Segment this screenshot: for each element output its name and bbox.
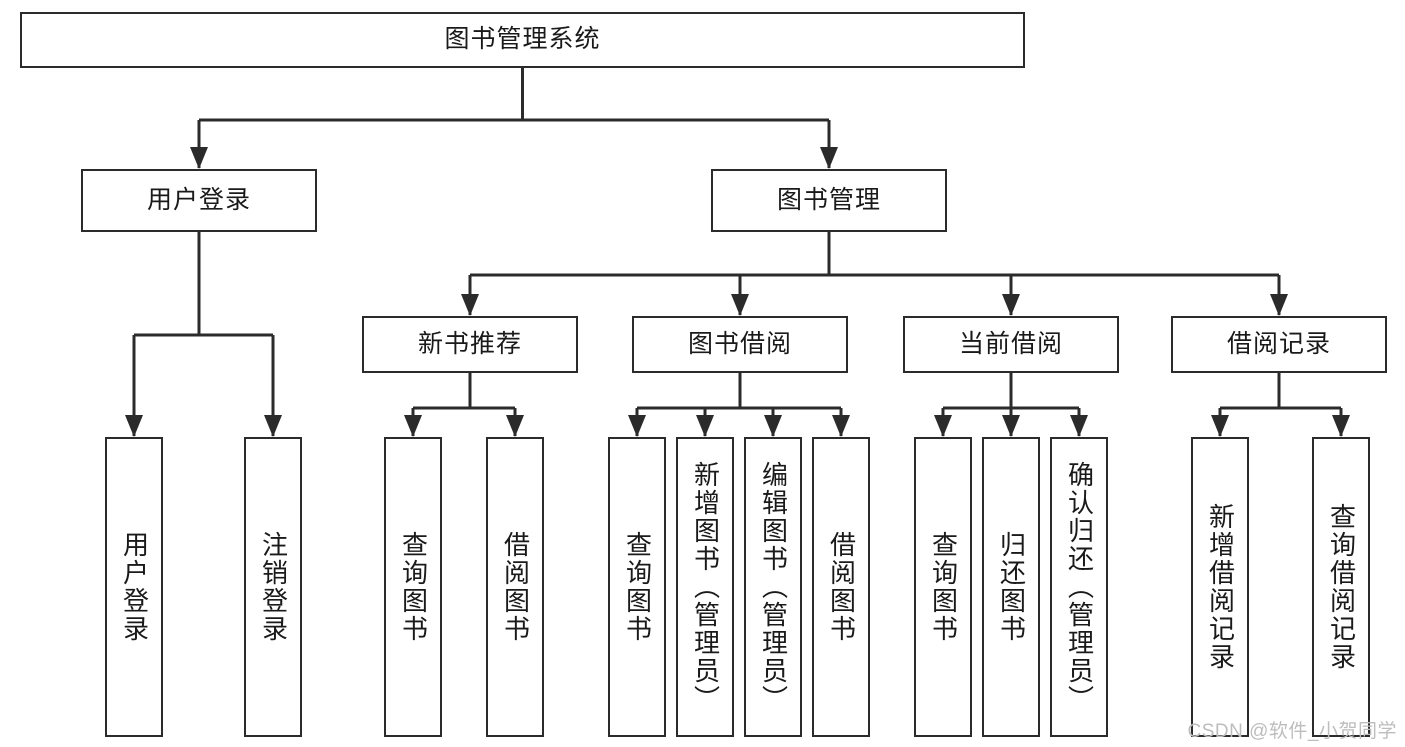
node-label-leaf-borrow-query: 查询图书	[622, 531, 653, 643]
node-book-manage[interactable]: 图书管理	[711, 169, 947, 232]
node-label-book-manage: 图书管理	[776, 185, 881, 214]
node-label-leaf-cur-query: 查询图书	[928, 531, 959, 643]
node-leaf-rec-borrow[interactable]: 借阅图书	[486, 437, 544, 737]
node-leaf-book-borrow[interactable]: 借阅图书	[812, 437, 870, 737]
node-label-leaf-cur-return: 归还图书	[996, 531, 1027, 643]
node-label-leaf-book-add: 新增图书（管理员）	[690, 461, 721, 713]
node-leaf-book-add[interactable]: 新增图书（管理员）	[676, 437, 734, 737]
node-label-borrow-record: 借阅记录	[1226, 329, 1331, 358]
node-label-book-borrow: 图书借阅	[687, 329, 792, 358]
node-leaf-cur-confirm[interactable]: 确认归还（管理员）	[1050, 437, 1108, 737]
node-current-borrow[interactable]: 当前借阅	[903, 316, 1119, 373]
node-label-current-borrow: 当前借阅	[958, 329, 1063, 358]
node-label-leaf-rec-search: 查询借阅记录	[1326, 503, 1357, 671]
node-leaf-book-edit[interactable]: 编辑图书（管理员）	[744, 437, 802, 737]
node-label-leaf-rec-borrow: 借阅图书	[500, 531, 531, 643]
node-leaf-rec-query[interactable]: 查询图书	[384, 437, 442, 737]
node-label-leaf-user-login: 用户登录	[119, 531, 150, 643]
node-leaf-borrow-query[interactable]: 查询图书	[608, 437, 666, 737]
node-user-login[interactable]: 用户登录	[81, 169, 317, 232]
node-book-borrow[interactable]: 图书借阅	[632, 316, 848, 373]
csdn-watermark: CSDN @软件_小贺同学	[1187, 721, 1397, 742]
node-label-new-book-rec: 新书推荐	[417, 329, 522, 358]
node-new-book-rec[interactable]: 新书推荐	[362, 316, 578, 373]
node-leaf-cur-query[interactable]: 查询图书	[914, 437, 972, 737]
node-label-leaf-user-logout: 注销登录	[258, 531, 289, 643]
node-label-leaf-rec-query: 查询图书	[398, 531, 429, 643]
node-root[interactable]: 图书管理系统	[20, 12, 1025, 68]
node-borrow-record[interactable]: 借阅记录	[1171, 316, 1387, 373]
node-label-leaf-book-borrow: 借阅图书	[826, 531, 857, 643]
node-leaf-user-logout[interactable]: 注销登录	[244, 437, 302, 737]
node-leaf-cur-return[interactable]: 归还图书	[982, 437, 1040, 737]
node-leaf-rec-add[interactable]: 新增借阅记录	[1191, 437, 1249, 737]
node-label-leaf-rec-add: 新增借阅记录	[1205, 503, 1236, 671]
node-label-root: 图书管理系统	[444, 25, 601, 54]
node-label-leaf-cur-confirm: 确认归还（管理员）	[1064, 461, 1095, 713]
node-leaf-user-login[interactable]: 用户登录	[105, 437, 163, 737]
node-label-leaf-book-edit: 编辑图书（管理员）	[758, 461, 789, 713]
node-label-user-login: 用户登录	[146, 185, 251, 214]
node-leaf-rec-search[interactable]: 查询借阅记录	[1312, 437, 1370, 737]
